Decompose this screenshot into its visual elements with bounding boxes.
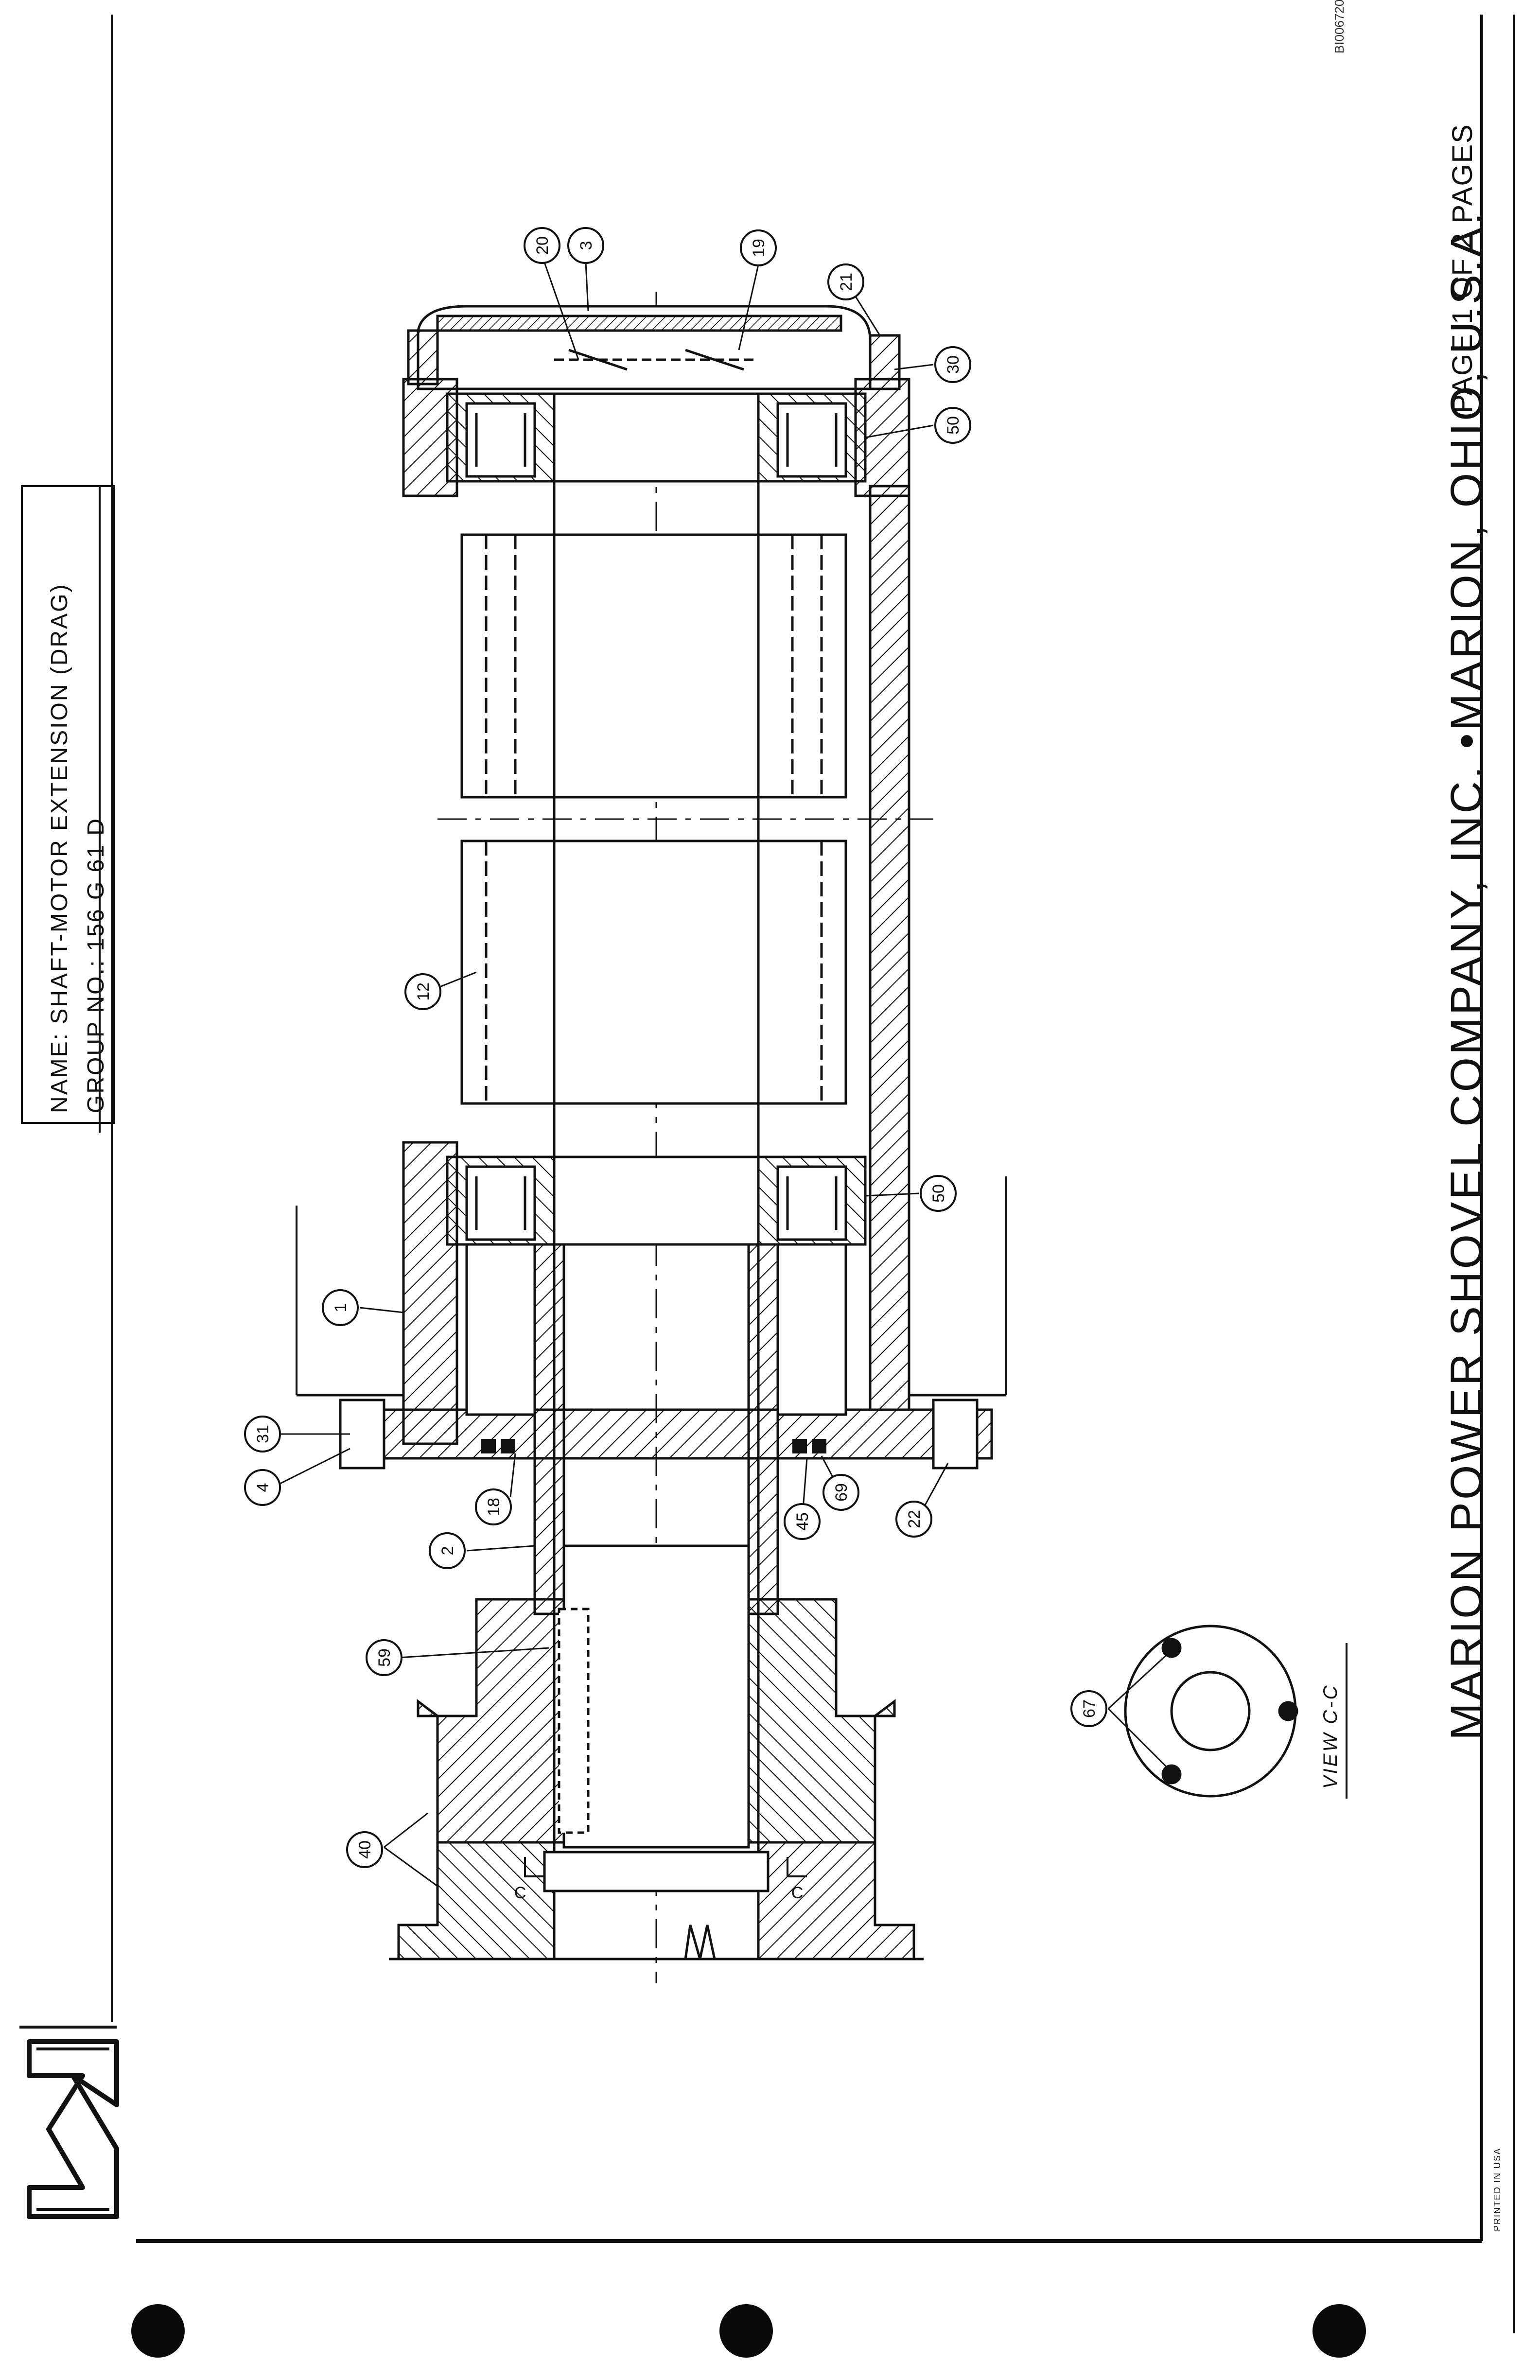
housing-wall [869, 485, 910, 1411]
callout-label: 18 [485, 1498, 503, 1516]
motor-rotor [460, 533, 847, 1105]
callout-bubble [934, 346, 971, 383]
printed-note: PRINTED IN USA [1492, 2147, 1502, 2231]
callout-label: 59 [375, 1648, 394, 1667]
lower-bearing-housing [402, 1141, 867, 1445]
callout-bubble [920, 1175, 957, 1212]
callout-bubble [429, 1532, 466, 1569]
callout-label: 30 [944, 355, 962, 374]
shaft-extension-sleeve [465, 1243, 847, 1849]
section-mark-left: C [514, 1884, 526, 1902]
coupling-half [389, 1841, 924, 1960]
callout-bubble [475, 1488, 512, 1525]
callout-label: 45 [793, 1512, 812, 1531]
callout-label: 50 [944, 416, 962, 435]
section-mark-right: C [791, 1884, 804, 1902]
callout-bubble [366, 1639, 402, 1676]
punch-hole-icon [719, 2304, 773, 2358]
callout-bubble [322, 1289, 359, 1326]
callout-labels: 20 3 19 21 30 50 12 50 1 31 4 18 2 45 69… [254, 236, 1099, 1859]
callout-bubble [404, 973, 441, 1010]
upper-bearing-housing [402, 378, 910, 497]
callout-bubble [567, 227, 604, 264]
callout-bubble [244, 1416, 281, 1452]
callout-bubble [244, 1469, 281, 1506]
marion-m-logo [27, 2039, 119, 2219]
callout-bubble [934, 407, 971, 444]
callout-bubble [827, 263, 864, 300]
callout-bubble [895, 1501, 932, 1538]
punch-hole-icon [131, 2304, 185, 2358]
callout-bubble [784, 1503, 821, 1540]
callout-label: 2 [438, 1546, 457, 1556]
callout-bubble [346, 1831, 383, 1868]
callout-label: 40 [356, 1840, 374, 1859]
callout-label: 67 [1080, 1699, 1099, 1718]
document-id: BI006720 [1332, 0, 1347, 53]
section-arrows [524, 1857, 807, 1877]
callout-label: 20 [533, 236, 552, 255]
coupling-hub [417, 1598, 896, 1844]
callout-bubble [740, 229, 777, 266]
part-name: NAME: SHAFT-MOTOR EXTENSION (DRAG) [47, 583, 72, 1114]
callout-label: 21 [837, 273, 856, 291]
callout-label: 1 [332, 1303, 350, 1312]
callout-label: 12 [414, 982, 433, 1001]
title-block [21, 485, 115, 1133]
callout-label: 31 [254, 1425, 272, 1443]
callout-bubbles [244, 227, 1107, 1868]
sheet-frame [19, 15, 1515, 2333]
view-label: VIEW C-C [1320, 1683, 1341, 1789]
callout-label: 22 [905, 1510, 924, 1528]
group-number: GROUP NO.: 156 G 61 D [83, 817, 109, 1113]
callout-label: 4 [254, 1483, 272, 1492]
punch-hole-icon [1312, 2304, 1366, 2358]
callout-bubble [1070, 1690, 1107, 1727]
callout-label: 19 [750, 239, 768, 257]
callout-label: 69 [832, 1483, 851, 1502]
callout-label: 3 [577, 241, 595, 250]
end-cover [407, 305, 901, 390]
callout-bubble [524, 227, 560, 264]
callout-bubble [822, 1474, 859, 1511]
company-name: MARION POWER SHOVEL COMPANY, INC. •MARIO… [1442, 210, 1491, 1740]
leader-lines [272, 262, 1172, 1887]
view-c-c-detail [1124, 1625, 1348, 1799]
seals [481, 1439, 826, 1453]
callout-label: 50 [929, 1184, 948, 1203]
